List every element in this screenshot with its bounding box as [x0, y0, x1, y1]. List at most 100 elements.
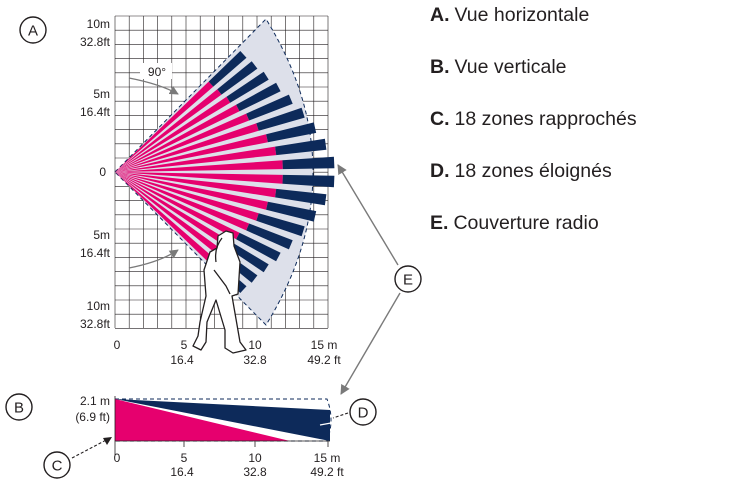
near-zone-beam [115, 172, 214, 263]
near-zone-beam [115, 172, 277, 198]
legend-item-e: E.Couverture radio [430, 212, 637, 234]
far-zone-beam [246, 94, 293, 121]
y-label-m: 10m [87, 299, 110, 313]
callout-d: D [332, 398, 377, 426]
x-label-ft: 32.8 [243, 353, 267, 367]
vertical-ticks [183, 441, 329, 447]
near-zone-beam [115, 123, 259, 172]
far-zone-beam [256, 107, 305, 131]
x-label-m: 15 m [311, 338, 338, 352]
svg-text:B: B [14, 400, 24, 417]
radio-arrow-small [319, 422, 332, 426]
y-label-ft: 16.4ft [80, 105, 111, 119]
far-zone-beam [246, 223, 293, 250]
legend-item-a: A.Vue horizontale [430, 4, 637, 26]
far-zone-beam [266, 201, 317, 222]
legend-item-d: D.18 zones éloignés [430, 160, 637, 182]
x-label-m: 0 [114, 338, 121, 352]
far-zone-beam [226, 241, 269, 273]
near-zone-beam [115, 104, 240, 172]
x-axis-labels: 0 5 16.4 10 32.8 15 m 49.2 ft [114, 338, 342, 367]
angle-arrow-top [128, 77, 179, 95]
legend-key: E. [430, 212, 449, 234]
legend-item-c: C.18 zones rapprochés [430, 108, 637, 130]
x-label-m: 5 [181, 451, 188, 465]
legend-text: Vue horizontale [454, 4, 590, 26]
x-label-ft: 32.8 [243, 465, 267, 479]
legend-text: 18 zones rapprochés [454, 108, 637, 130]
near-zone-beam [115, 172, 259, 221]
vertical-x-axis-labels: 0 5 16.4 10 32.8 15 m 49.2 ft [114, 451, 345, 479]
near-zone-beam [115, 160, 283, 172]
near-zone-beam [115, 172, 240, 240]
legend-text: Vue verticale [454, 56, 567, 78]
mount-height-ft: (6.9 ft) [75, 410, 110, 424]
near-zone-beam [115, 146, 277, 172]
svg-text:E: E [403, 272, 413, 289]
near-zone-beam [115, 81, 214, 172]
near-zone-beam [115, 172, 231, 248]
legend-key: B. [430, 56, 450, 78]
near-zone-beam [115, 134, 268, 172]
near-zone-beam [115, 172, 250, 231]
y-label-ft: 16.4ft [80, 246, 111, 260]
far-zone-beam [217, 61, 258, 95]
y-label-ft: 32.8ft [80, 35, 111, 49]
x-label-ft: 49.2 ft [307, 353, 341, 367]
near-zone-beam [115, 172, 268, 210]
near-zone-beam [115, 113, 250, 172]
near-zone-beam [115, 172, 283, 184]
legend-text: Couverture radio [453, 212, 599, 234]
far-zone-beam [282, 174, 335, 188]
vertical-view: B 2.1 m (6.9 ft) 0 5 16.4 10 32.8 15 m 4… [5, 393, 345, 479]
x-label-m: 0 [114, 451, 121, 465]
marker-a: A [19, 16, 47, 44]
legend-key: A. [430, 4, 450, 26]
far-zone-beam [256, 213, 305, 237]
far-zone-beam [275, 188, 327, 206]
far-zone-beam [208, 51, 247, 87]
angle-label: 90° [148, 65, 166, 79]
y-label-m: 5m [93, 87, 110, 101]
far-zone-beam [275, 138, 327, 156]
callout-c: C [43, 437, 112, 479]
near-zone-beam [115, 172, 222, 255]
detection-zones [115, 51, 335, 293]
svg-text:C: C [52, 458, 63, 475]
x-label-ft: 16.4 [170, 353, 194, 367]
walking-person-icon [192, 230, 247, 354]
x-label-m: 5 [181, 338, 188, 352]
far-zones-side [115, 399, 330, 441]
x-label-m: 10 [248, 338, 262, 352]
far-zone-beam [236, 232, 281, 262]
y-axis-labels: 10m 32.8ft 5m 16.4ft 0 5m 16.4ft 10m 32.… [80, 17, 111, 331]
legend-text: 18 zones éloignés [454, 160, 612, 182]
far-zone-beam [266, 122, 317, 143]
svg-text:A: A [28, 23, 38, 40]
far-zone-beam [282, 156, 335, 170]
marker-b: B [5, 393, 33, 421]
near-zone-beam [115, 96, 231, 172]
near-zones-side [115, 399, 290, 441]
x-label-m: 15 m [314, 451, 341, 465]
y-label-m: 0 [99, 165, 106, 179]
x-label-ft: 16.4 [170, 465, 194, 479]
angle-arrow-bottom [128, 249, 179, 269]
legend: A.Vue horizontale B.Vue verticale C.18 z… [430, 4, 637, 264]
horizontal-view: 90° A 10m 32.8ft 5m 16.4ft 0 5m 16.4ft 1… [19, 15, 342, 367]
callout-e: E [337, 164, 422, 395]
mount-height-m: 2.1 m [80, 394, 110, 408]
far-zone-beam [236, 82, 281, 112]
y-label-m: 5m [93, 228, 110, 242]
far-zone-beam [226, 71, 269, 103]
x-label-m: 10 [248, 451, 262, 465]
x-label-ft: 49.2 ft [310, 465, 344, 479]
near-zone-beam [115, 89, 222, 172]
svg-text:D: D [358, 405, 369, 422]
y-label-ft: 32.8ft [80, 317, 111, 331]
legend-key: C. [430, 108, 450, 130]
y-label-m: 10m [87, 17, 110, 31]
legend-item-b: B.Vue verticale [430, 56, 637, 78]
legend-key: D. [430, 160, 450, 182]
